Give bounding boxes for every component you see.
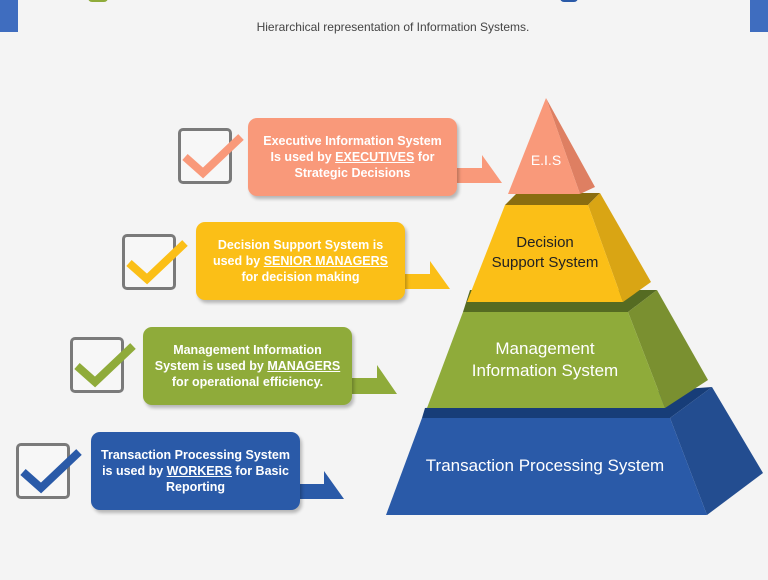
dss-label-line1: Decision <box>516 234 574 251</box>
mis-side <box>628 290 708 408</box>
arrow-tps <box>298 471 344 499</box>
callout-dss-text: Decision Support System is used by SENIO… <box>212 238 389 284</box>
title-fragment <box>88 0 108 2</box>
arrow-mis <box>351 365 397 394</box>
checkbox-tps[interactable] <box>16 443 82 499</box>
callout-tps: Transaction Processing System is used by… <box>91 432 300 510</box>
tps-label: Transaction Processing System <box>425 456 665 475</box>
callout-tps-text: Transaction Processing System is used by… <box>101 448 290 494</box>
callout-eis-text: Executive Information System Is used by … <box>263 134 442 180</box>
dss-label: Decision Support System <box>470 233 620 273</box>
mis-label-line2: Information System <box>471 361 619 380</box>
callout-dss: Decision Support System is used by SENIO… <box>196 222 405 300</box>
mis-label: Management Information System <box>445 338 645 382</box>
tps-side <box>670 387 763 515</box>
dss-label-line2: Support System <box>491 254 599 271</box>
left-accent-bar <box>0 0 18 32</box>
arrow-dss <box>403 261 450 289</box>
mis-label-line1: Management <box>495 339 595 358</box>
callout-mis: Management Information System is used by… <box>143 327 352 405</box>
checkbox-mis[interactable] <box>70 337 136 393</box>
tps-front <box>386 418 707 515</box>
dss-front <box>467 205 623 302</box>
checkmark-icon <box>126 240 188 285</box>
checkbox-dss[interactable] <box>122 234 188 290</box>
dss-top <box>505 193 600 205</box>
dss-side <box>588 193 651 302</box>
checkmark-icon <box>74 343 136 388</box>
subtitle: Hierarchical representation of Informati… <box>256 20 530 34</box>
title-fragment <box>560 0 578 2</box>
callout-eis: Executive Information System Is used by … <box>248 118 457 196</box>
eis-label: E.I.S <box>530 152 562 168</box>
arrow-eis <box>455 155 502 183</box>
checkbox-eis[interactable] <box>178 128 244 184</box>
checkmark-icon <box>182 134 244 179</box>
checkmark-icon <box>20 449 82 494</box>
eis-side <box>546 98 595 194</box>
right-accent-bar <box>750 0 768 32</box>
eis-front <box>508 98 580 194</box>
mis-front <box>427 312 665 408</box>
callout-mis-text: Management Information System is used by… <box>154 343 341 389</box>
